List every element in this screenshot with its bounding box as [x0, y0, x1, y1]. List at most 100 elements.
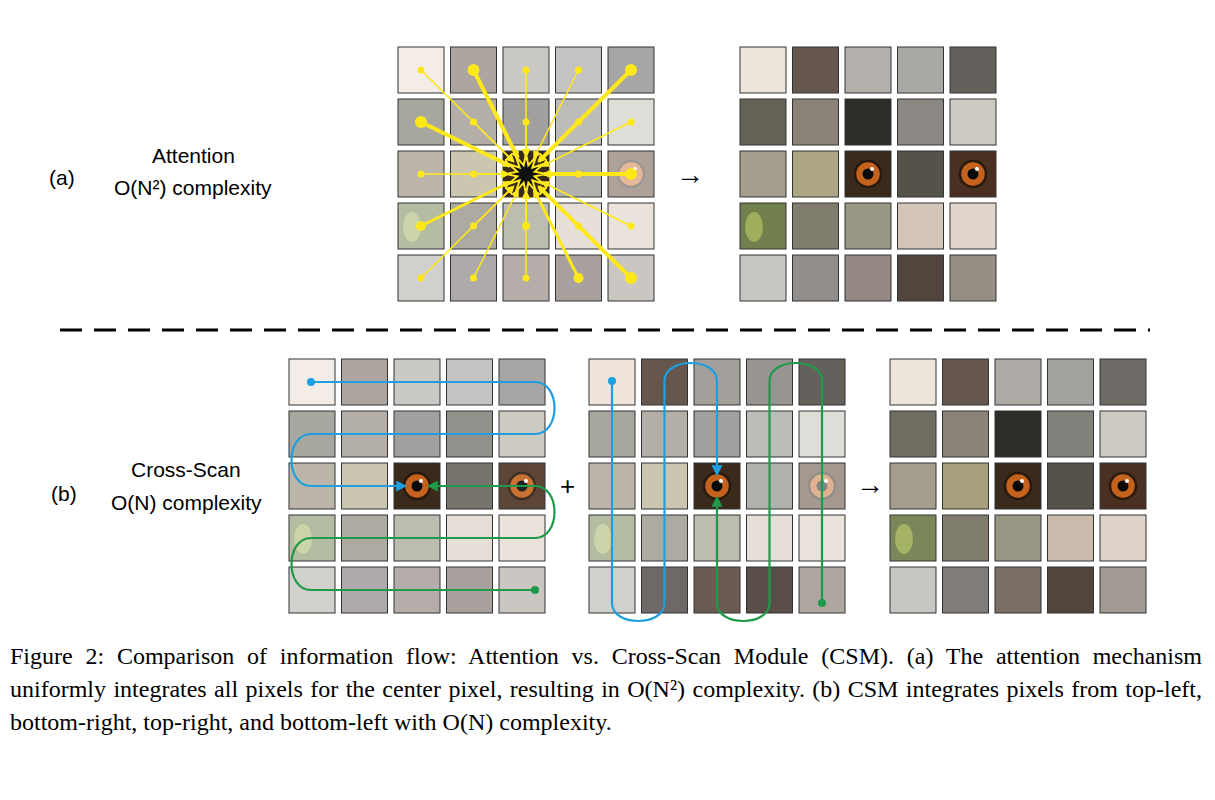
image-patch: [1100, 411, 1146, 457]
patch-fade: [1048, 359, 1094, 405]
scan-start-dot: [531, 586, 539, 594]
attention-flow: [415, 64, 637, 284]
patch-fill: [740, 151, 786, 197]
patch-border: [890, 515, 936, 561]
image-patch: [608, 99, 654, 145]
patch-fill: [793, 99, 839, 145]
patch-border: [398, 99, 444, 145]
result-arrow: →: [676, 159, 704, 191]
patch-border: [845, 99, 891, 145]
patch-fade: [793, 47, 839, 93]
image-patch: [890, 411, 936, 457]
patch-fill: [793, 255, 839, 301]
patch-border: [1048, 515, 1094, 561]
patch-border: [950, 203, 996, 249]
patch-fill: [995, 515, 1041, 561]
image-patch: [793, 151, 839, 197]
patch-fill: [1100, 515, 1146, 561]
patch-fade: [845, 203, 891, 249]
patch-border: [793, 151, 839, 197]
image-patch: [890, 359, 936, 405]
method-name: Attention: [152, 144, 235, 168]
eye-highlight: [1020, 479, 1024, 483]
patch-fade: [950, 99, 996, 145]
patch-fill: [890, 411, 936, 457]
patch-border: [898, 47, 944, 93]
image-patch: [943, 411, 989, 457]
patch-fade: [793, 151, 839, 197]
patch-fill: [845, 151, 891, 197]
patch-fill: [943, 411, 989, 457]
patch-border: [898, 255, 944, 301]
patch-border: [995, 411, 1041, 457]
image-patch: [845, 99, 891, 145]
patch-fade: [995, 359, 1041, 405]
attention-source-dot: [625, 64, 637, 76]
eye-highlight: [1125, 479, 1129, 483]
patch-fill: [995, 567, 1041, 613]
patch-border: [845, 203, 891, 249]
patch-fill: [943, 515, 989, 561]
patch-border: [556, 47, 602, 93]
patch-fill: [995, 463, 1041, 509]
attention-source-dot: [523, 67, 530, 74]
patch-fade: [1048, 515, 1094, 561]
image-patch: [898, 47, 944, 93]
patch-fill: [898, 151, 944, 197]
patch-fill: [451, 47, 497, 93]
attention-line: [421, 187, 513, 278]
patch-fade: [740, 99, 786, 145]
attention-source-dot: [470, 171, 477, 178]
image-patch: [950, 99, 996, 145]
patch-border: [890, 411, 936, 457]
image-patch: [995, 463, 1041, 509]
patch-fade: [943, 515, 989, 561]
patch-border: [793, 99, 839, 145]
patch-fade: [950, 255, 996, 301]
patch-fade: [1100, 359, 1146, 405]
attention-source-dot: [625, 168, 637, 180]
image-patch: [898, 99, 944, 145]
patch-fill: [898, 255, 944, 301]
attention-line: [539, 70, 631, 161]
image-patch: [1048, 567, 1094, 613]
patch-fade: [943, 359, 989, 405]
patch-border: [793, 255, 839, 301]
patch-border: [995, 515, 1041, 561]
patch-fill: [890, 463, 936, 509]
patch-fade: [898, 47, 944, 93]
result-arrow: →: [856, 469, 884, 501]
input-patch-grid: [398, 47, 654, 301]
image-patch: [1100, 567, 1146, 613]
attention-line: [525, 70, 527, 156]
eye-iris: [1110, 473, 1136, 499]
image-patch: [995, 567, 1041, 613]
patch-border: [740, 47, 786, 93]
patch-fill: [898, 47, 944, 93]
eye-iris: [855, 161, 881, 187]
image-patch: [608, 203, 654, 249]
patch-border: [943, 463, 989, 509]
patch-fade: [1048, 567, 1094, 613]
patch-fill: [950, 99, 996, 145]
attention-source-dot: [415, 116, 427, 128]
patch-fill: [740, 203, 786, 249]
attention-source-dot: [470, 119, 477, 126]
complexity-label: O(N²) complexity: [114, 176, 272, 200]
patch-border: [845, 255, 891, 301]
eye-highlight: [975, 167, 979, 171]
image-patch: [740, 47, 786, 93]
attention-source-dot: [523, 119, 530, 126]
image-patch: [398, 99, 444, 145]
patch-fade: [451, 255, 497, 301]
patch-fill: [943, 463, 989, 509]
patch-fill: [1100, 359, 1146, 405]
patch-border: [451, 255, 497, 301]
patch-fade: [950, 203, 996, 249]
attention-line: [474, 173, 509, 175]
panel-letter: (a): [49, 166, 75, 190]
patch-border: [943, 411, 989, 457]
patch-fade: [740, 255, 786, 301]
attention-source-dot: [628, 119, 635, 126]
patch-fill: [995, 411, 1041, 457]
